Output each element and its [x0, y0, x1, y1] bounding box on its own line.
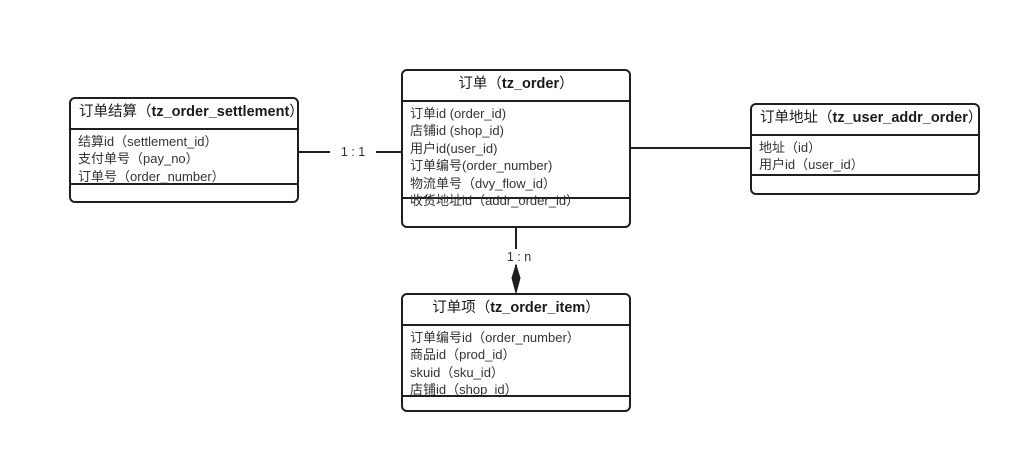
- entity-name-cn-order: 订单: [458, 76, 488, 92]
- attribute-row: 商品id（prod_id）: [410, 347, 516, 363]
- entity-name-cn-user-addr-order: 订单地址: [760, 110, 818, 126]
- attribute-row: 店铺id（shop_id）: [410, 382, 518, 398]
- paren-close-order: ）: [559, 76, 574, 92]
- edge-order-orderitem: [515, 228, 517, 266]
- entity-attributes-user-addr-order: 地址（id） 用户id（user_id）: [752, 136, 978, 176]
- paren-open-order-settlement: （: [137, 104, 152, 120]
- entity-header-order-settlement: 订单结算（tz_order_settlement）: [71, 99, 297, 130]
- entity-order-item[interactable]: 订单项（tz_order_item） 订单编号id（order_number） …: [401, 293, 631, 412]
- attribute-row: 地址（id）: [759, 139, 822, 155]
- entity-header-order: 订单（tz_order）: [403, 71, 629, 102]
- attribute-row: 订单id (order_id): [410, 105, 507, 121]
- attribute-row: 订单号（order_number）: [78, 168, 225, 184]
- paren-open-user-addr-order: （: [818, 110, 833, 126]
- attribute-row: 用户id(user_id): [410, 140, 498, 156]
- attribute-row: 物流单号（dvy_flow_id）: [410, 175, 556, 191]
- entity-attributes-order-settlement: 结算id（settlement_id） 支付单号（pay_no） 订单号（ord…: [71, 130, 297, 185]
- attribute-row: skuid（sku_id）: [410, 364, 504, 380]
- paren-close-order-settlement: ）: [289, 104, 297, 120]
- entity-attributes-order-item: 订单编号id（order_number） 商品id（prod_id） skuid…: [403, 326, 629, 397]
- entity-header-order-item: 订单项（tz_order_item）: [403, 295, 629, 326]
- entity-order[interactable]: 订单（tz_order） 订单id (order_id) 店铺id (shop_…: [401, 69, 631, 228]
- entity-name-cn-order-settlement: 订单结算: [79, 104, 137, 120]
- edge-label-order-orderitem: 1 : n: [495, 249, 543, 265]
- paren-open-order-item: （: [475, 300, 491, 316]
- entity-table-order-item: tz_order_item: [490, 300, 586, 316]
- entity-header-user-addr-order: 订单地址（tz_user_addr_order）: [752, 105, 978, 136]
- paren-close-user-addr-order: ）: [968, 110, 978, 126]
- attribute-row: 结算id（settlement_id）: [78, 133, 218, 149]
- attribute-row: 订单编号(order_number): [410, 158, 553, 174]
- entity-table-order: tz_order: [501, 76, 560, 92]
- attribute-row: 用户id（user_id）: [759, 157, 864, 173]
- entity-order-settlement[interactable]: 订单结算（tz_order_settlement） 结算id（settlemen…: [69, 97, 299, 203]
- entity-user-addr-order[interactable]: 订单地址（tz_user_addr_order） 地址（id） 用户id（use…: [750, 103, 980, 195]
- edge-order-address: [631, 147, 750, 149]
- attribute-row: 收货地址id（addr_order_id）: [410, 193, 580, 209]
- entity-name-cn-order-item: 订单项: [432, 300, 476, 316]
- attribute-row: 订单编号id（order_number）: [410, 329, 580, 345]
- entity-table-order-settlement: tz_order_settlement: [151, 104, 290, 120]
- edge-label-settlement-order: 1 : 1: [330, 144, 376, 160]
- entity-table-user-addr-order: tz_user_addr_order: [832, 110, 968, 126]
- paren-close-order-item: ）: [585, 300, 600, 316]
- attribute-row: 店铺id (shop_id): [410, 123, 504, 139]
- entity-attributes-order: 订单id (order_id) 店铺id (shop_id) 用户id(user…: [403, 102, 629, 208]
- paren-open-order: （: [487, 76, 502, 92]
- attribute-row: 支付单号（pay_no）: [78, 151, 199, 167]
